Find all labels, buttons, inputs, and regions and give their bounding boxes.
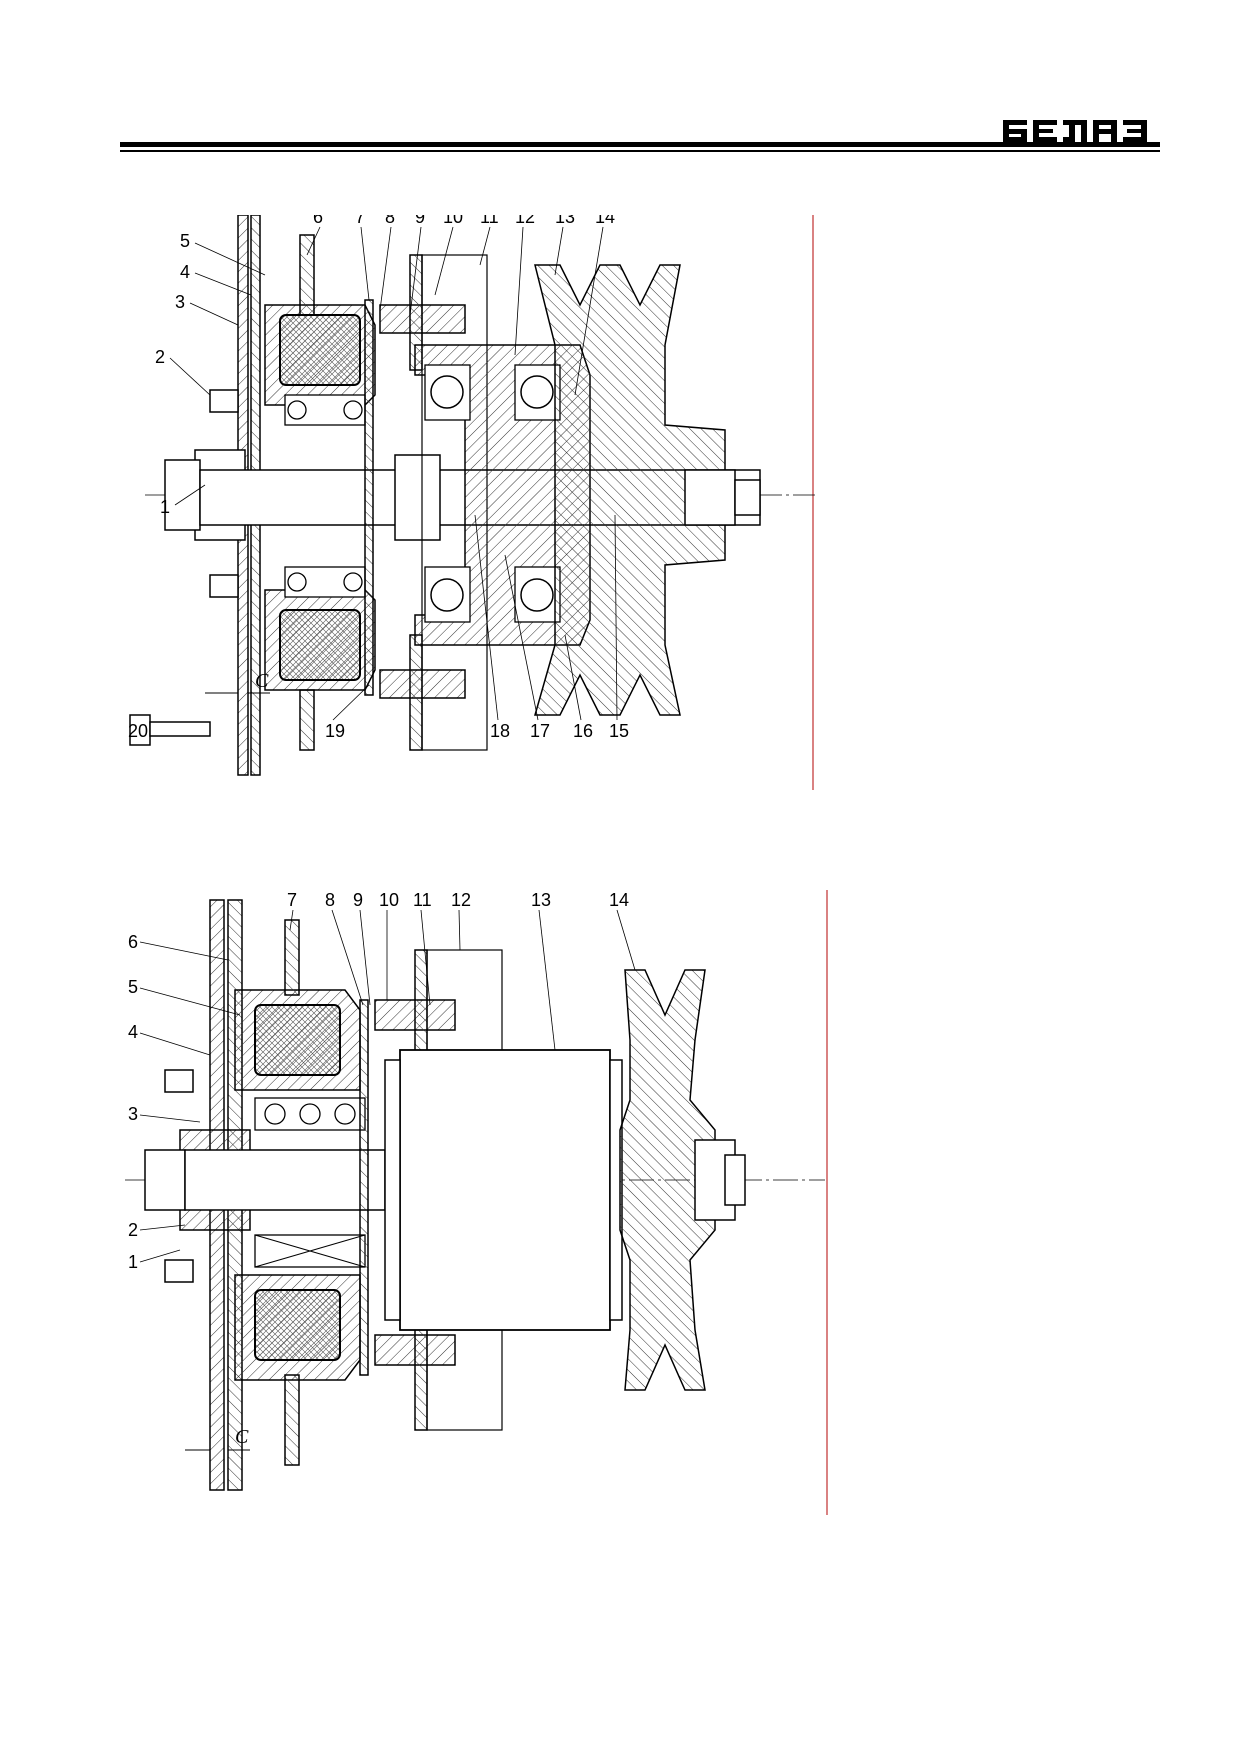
callout-14: 14 [609, 890, 629, 910]
callout-12: 12 [515, 215, 535, 227]
callout-3: 3 [128, 1104, 138, 1124]
callout-9: 9 [415, 215, 425, 227]
header-rule-thick [120, 142, 1160, 147]
callout-9: 9 [353, 890, 363, 910]
callout-2: 2 [155, 347, 165, 367]
callout-6: 6 [128, 932, 138, 952]
callout-18: 18 [490, 721, 510, 741]
callout-8: 8 [385, 215, 395, 227]
callout-12: 12 [451, 890, 471, 910]
callout-13: 13 [555, 215, 575, 227]
callout-10: 10 [443, 215, 463, 227]
callout-19: 19 [325, 721, 345, 741]
figure-2-drawing: C 1 2 3 4 5 6 7 8 9 10 11 12 13 14 [125, 890, 845, 1530]
callout-11: 11 [480, 215, 499, 227]
callout-4: 4 [128, 1022, 138, 1042]
callout-4: 4 [180, 262, 190, 282]
callout-11: 11 [413, 890, 432, 910]
callout-1: 1 [160, 497, 170, 517]
callout-13: 13 [531, 890, 551, 910]
callout-6: 6 [313, 215, 323, 227]
dimension-c-label: C [255, 670, 269, 692]
callout-1: 1 [128, 1252, 138, 1272]
dimension-c-label-2: C [235, 1426, 249, 1448]
callout-2: 2 [128, 1220, 138, 1240]
header-rule-thin [120, 150, 1160, 152]
callout-20: 20 [128, 721, 148, 741]
callout-7: 7 [355, 215, 365, 227]
callout-7: 7 [287, 890, 297, 910]
figure-1-drawing: C 1 2 3 4 5 6 7 8 9 10 11 12 13 14 15 16… [125, 207, 830, 800]
callout-5: 5 [180, 231, 190, 251]
callout-10: 10 [379, 890, 399, 910]
callout-14: 14 [595, 215, 615, 227]
callout-16: 16 [573, 721, 593, 741]
callout-15: 15 [609, 721, 629, 741]
callout-3: 3 [175, 292, 185, 312]
belaz-logo [1003, 120, 1147, 142]
callout-17: 17 [530, 721, 550, 741]
callout-5: 5 [128, 977, 138, 997]
callout-8: 8 [325, 890, 335, 910]
